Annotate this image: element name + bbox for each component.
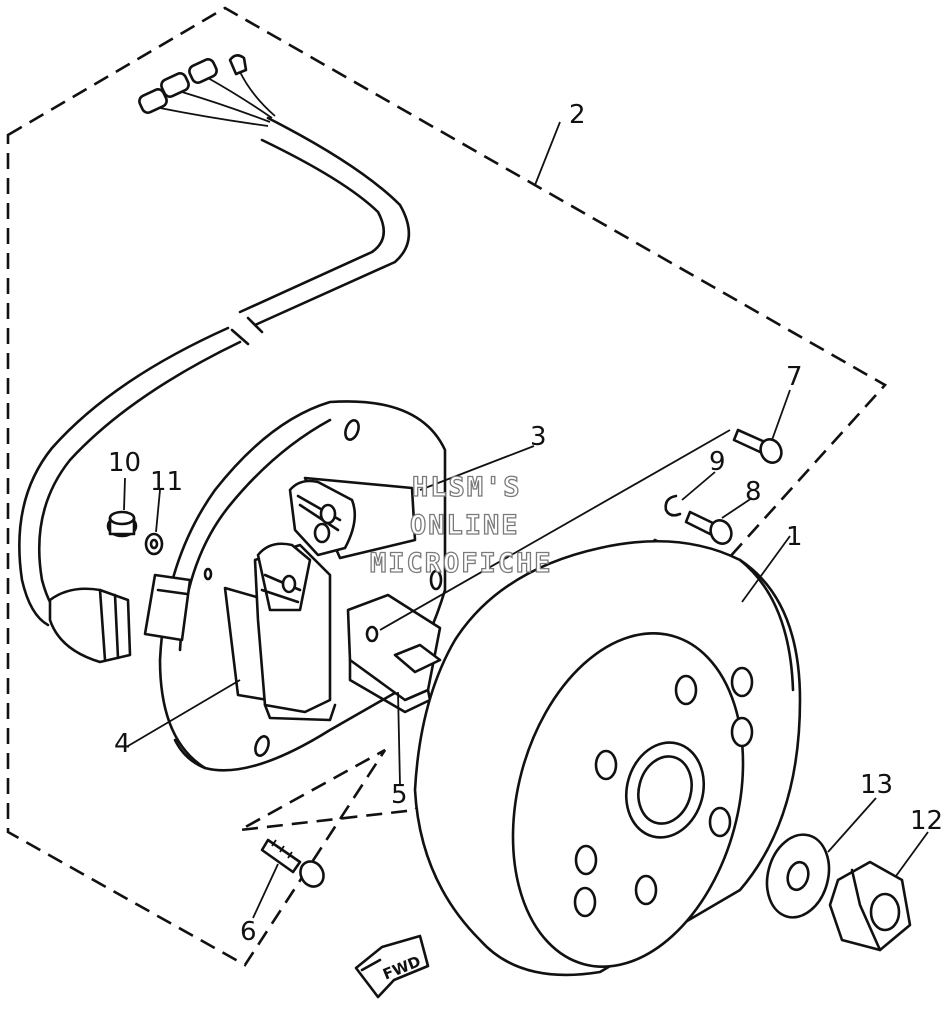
callout-8: 8 — [745, 477, 762, 507]
screw-8 — [684, 510, 733, 545]
watermark-line-3: MICROFICHE — [370, 548, 553, 579]
callout-1: 1 — [786, 522, 803, 552]
callout-12: 12 — [910, 806, 943, 836]
pickup-coil — [346, 593, 442, 714]
callout-2: 2 — [569, 100, 586, 130]
callout-7: 7 — [786, 362, 803, 392]
upper-coil — [288, 476, 417, 560]
lower-coil — [223, 542, 337, 722]
screw-10 — [106, 510, 138, 538]
callout-11: 11 — [150, 467, 183, 497]
callout-13: 13 — [860, 770, 893, 800]
watermark: HLSM'S ONLINE MICROFICHE — [369, 471, 553, 579]
wire-terminal-connectors — [138, 54, 248, 114]
callout-9: 9 — [709, 447, 726, 477]
callout-5: 5 — [391, 780, 408, 810]
screw-7 — [732, 428, 783, 464]
wire-grommet — [48, 587, 132, 664]
screw-6 — [260, 838, 325, 888]
callout-3: 3 — [530, 422, 547, 452]
callout-6: 6 — [240, 917, 257, 947]
callout-4: 4 — [114, 729, 131, 759]
wire-harness — [18, 54, 411, 664]
washer-11 — [144, 532, 164, 556]
watermark-line-1: HLSM'S — [412, 472, 522, 503]
clip-9 — [664, 494, 682, 517]
flywheel-rotor — [413, 539, 802, 977]
nut-12 — [828, 860, 912, 952]
watermark-line-2: ONLINE — [410, 510, 520, 541]
side-bracket — [143, 573, 192, 642]
fwd-arrow-icon: FWD — [354, 934, 430, 999]
leader-lines — [123, 121, 929, 919]
callout-10: 10 — [108, 448, 141, 478]
assembly-boundary-dashed — [6, 6, 888, 967]
washer-13 — [765, 833, 831, 919]
